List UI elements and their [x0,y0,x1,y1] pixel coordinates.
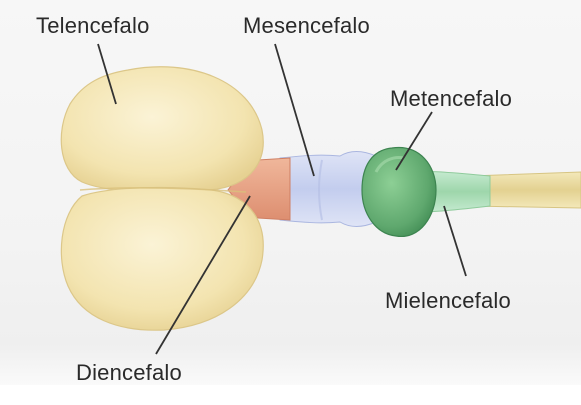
telencephalon-lower-lobe [61,188,263,331]
bottom-margin [0,385,581,405]
telencephalon-upper-lobe [61,67,263,193]
leader-mielencefalo [444,206,466,276]
label-mielencefalo: Mielencefalo [385,290,511,312]
metencephalon-shape [362,148,436,237]
label-diencefalo: Diencefalo [76,362,182,384]
label-metencefalo: Metencefalo [390,88,512,110]
label-mesencefalo: Mesencefalo [243,15,370,37]
label-telencefalo: Telencefalo [36,15,150,37]
